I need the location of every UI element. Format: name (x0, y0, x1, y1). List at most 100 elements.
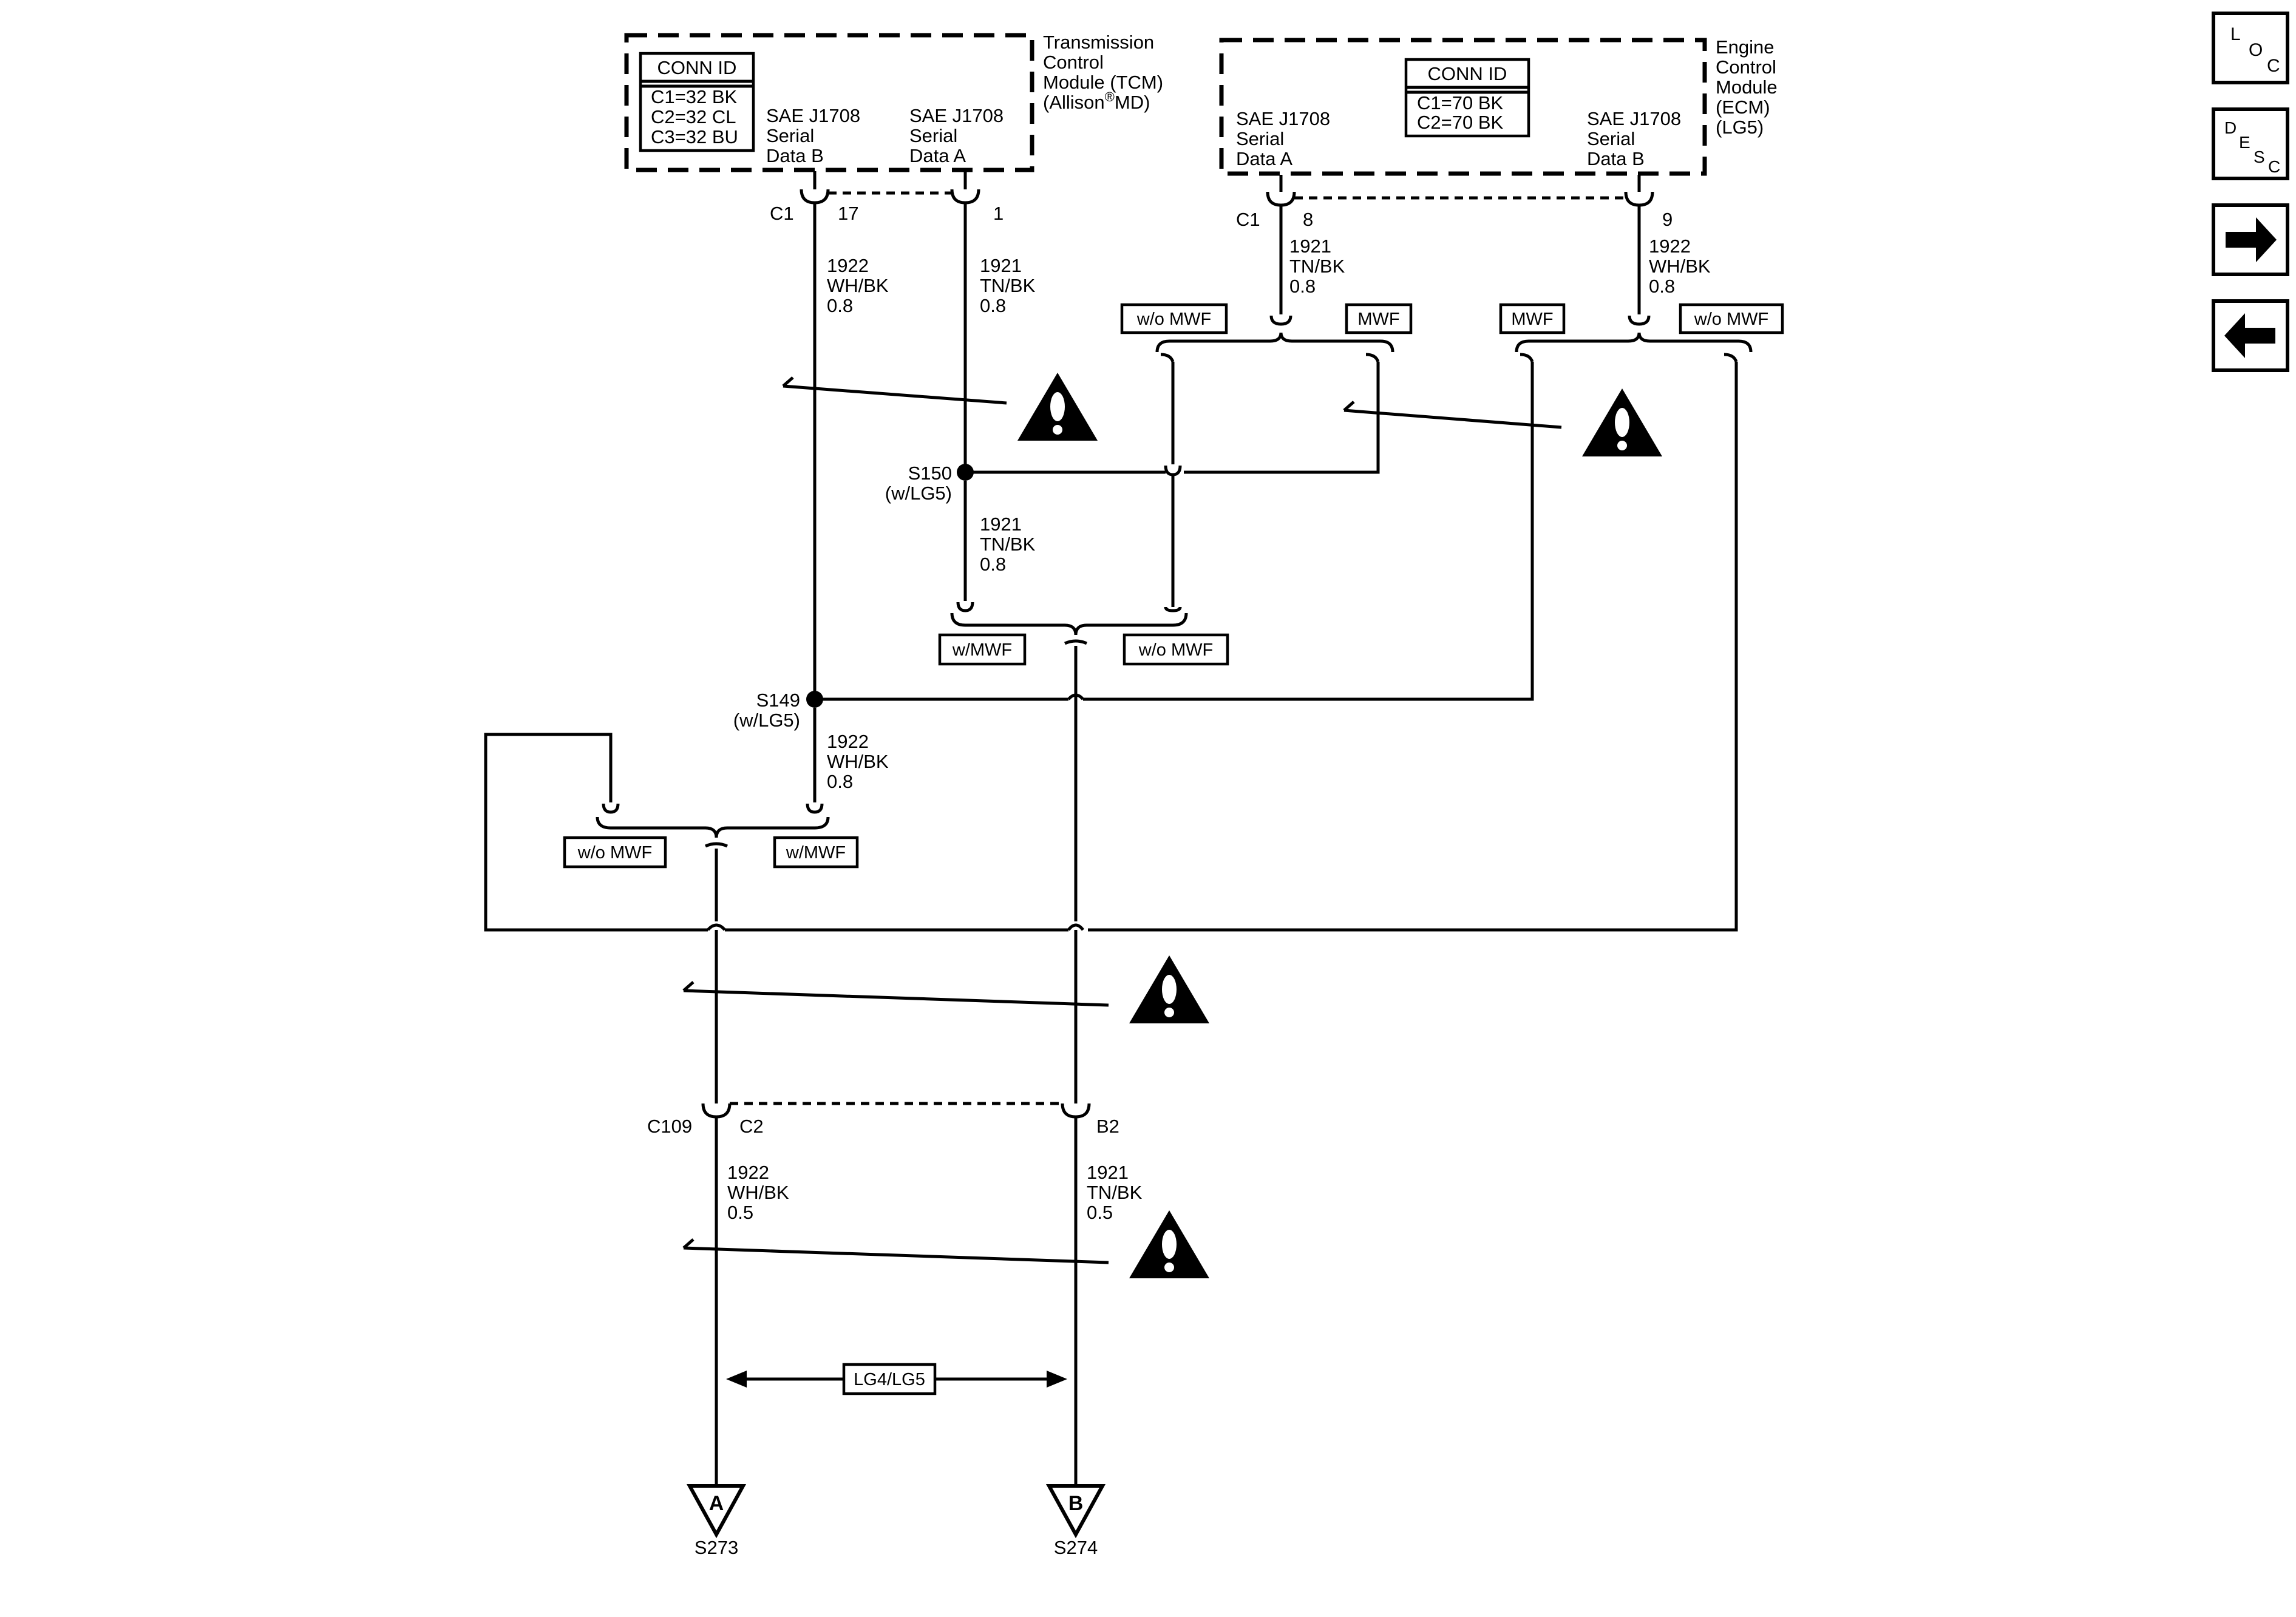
ecm-module-outline (1219, 38, 1707, 176)
loc-button[interactable]: L O C (2212, 12, 2289, 84)
tcm-connector-c1: C1 17 1 (770, 171, 1004, 224)
tcm-title-4: (Allison®MD) (1043, 89, 1150, 113)
tcm-connector-label: C1 (770, 203, 794, 224)
ecm-pin-a-desc-2: Serial (1236, 128, 1284, 149)
terminal-b: B S274 (1045, 1484, 1106, 1558)
ecm-b-option-brace: MWF w/o MWF (1499, 303, 1784, 362)
desc-button[interactable]: D E S C (2212, 107, 2289, 180)
desc-letter-s: S (2254, 147, 2265, 166)
ecm-b-mwf-box (1499, 303, 1566, 334)
splice-s150: S150 (w/LG5) (885, 463, 974, 504)
twist-indicator-3 (683, 989, 1109, 1007)
wire-1921-jump-loop (1067, 923, 1084, 931)
tcm-pin-b-desc-1: SAE J1708 (766, 105, 860, 126)
wire-ecm-a-size: 0.8 (1289, 276, 1316, 297)
tcm-conn-id-title: CONN ID (657, 57, 737, 78)
twist-tick-3 (682, 981, 695, 992)
loc-letter-o: O (2249, 40, 2263, 60)
wire-1921-s150-down: 1921 TN/BK 0.8 (956, 481, 1036, 612)
wire-s149-color: WH/BK (827, 751, 889, 772)
middle-w-mwf-label: w/MWF (952, 640, 1012, 660)
loc-letter-c: C (2267, 56, 2280, 76)
tcm-module: Transmission Control Module (TCM) (Allis… (624, 32, 1163, 172)
wire-ecm-b-circuit: 1922 (1649, 236, 1691, 257)
ecm-a-mwf-label: MWF (1357, 310, 1399, 329)
ecm-pin-b-desc-1: SAE J1708 (1587, 108, 1681, 129)
wire-ecm-a-color: TN/BK (1289, 256, 1345, 277)
terminal-b-letter: B (1068, 1492, 1084, 1515)
terminal-a-letter: A (709, 1492, 724, 1515)
tcm-module-outline (624, 33, 1034, 172)
c109-pin-b: B2 (1096, 1116, 1119, 1137)
wire-tcm-a-circuit: 1921 (980, 255, 1022, 276)
wire-ecm-b-color: WH/BK (1649, 256, 1711, 277)
tcm-title-4b: MD) (1115, 92, 1150, 113)
wire-c109-b-circuit: 1921 (1087, 1162, 1129, 1183)
wire-s149-circuit: 1922 (827, 731, 869, 752)
wire-c109-a-size: 0.5 (727, 1202, 753, 1223)
lower-w-mwf-box (773, 836, 859, 869)
ecm-conn-id-2: C2=70 BK (1417, 112, 1504, 133)
ecm-title-2: Control (1716, 56, 1776, 78)
wire-c109-b-size: 0.5 (1087, 1202, 1113, 1223)
lg4-lg5-box (842, 1363, 937, 1395)
ecm-conn-id-table: CONN ID C1=70 BK C2=70 BK (1404, 58, 1530, 138)
wire-ecm-a-circuit: 1921 (1289, 236, 1331, 257)
wire-s150-size: 0.8 (980, 554, 1006, 575)
twist-indicator-4 (683, 1246, 1109, 1264)
twist-indicator-2 (1343, 408, 1562, 429)
tcm-pin-a-number: 1 (993, 203, 1004, 224)
previous-button[interactable] (2212, 299, 2289, 372)
tcm-pin-b-number: 17 (838, 203, 858, 224)
splice-s149-id: S149 (756, 690, 800, 711)
twist-indicator-1 (783, 384, 1007, 405)
wire-1922-s149-down: 1922 WH/BK 0.8 (806, 708, 889, 814)
middle-wo-mwf-box (1123, 633, 1229, 666)
wire-1921-jump-s149 (1067, 693, 1084, 700)
wire-left-loop (484, 733, 708, 932)
tcm-pin-a-desc-2: Serial (909, 125, 957, 146)
tcm-conn-id-1: C1=32 BK (651, 86, 738, 107)
wire-ecm-b-mwf (1083, 362, 1534, 701)
right-arrow-icon (2226, 217, 2277, 262)
left-arrow-icon (2224, 313, 2275, 358)
wire-1921-ecm: 1921 TN/BK 0.8 (1269, 205, 1345, 326)
ecm-a-wo-mwf-box (1120, 303, 1228, 334)
tcm-pin-b-desc-3: Data B (766, 145, 824, 166)
wire-tcm-b-size: 0.8 (827, 295, 853, 316)
ecm-title-1: Engine (1716, 36, 1775, 58)
caution-icon[interactable] (1017, 373, 1098, 441)
wire-c109-a-circuit: 1922 (727, 1162, 769, 1183)
ecm-b-wo-mwf-label: w/o MWF (1694, 310, 1768, 329)
tcm-reg-mark: ® (1105, 89, 1115, 104)
tcm-pin-a-desc-1: SAE J1708 (909, 105, 1004, 126)
caution-icon[interactable] (1129, 1210, 1209, 1278)
next-button[interactable] (2212, 203, 2289, 276)
desc-letter-d: D (2224, 118, 2237, 137)
ecm-conn-id-1: C1=70 BK (1417, 92, 1504, 114)
wire-tcm-a-size: 0.8 (980, 295, 1006, 316)
twist-tick-1 (782, 376, 794, 387)
ecm-pin-b-desc-3: Data B (1587, 148, 1645, 169)
tcm-title-1: Transmission (1043, 32, 1154, 53)
wire-tcm-b-color: WH/BK (827, 275, 889, 296)
ecm-module: Engine Control Module (ECM) (LG5) CONN I… (1219, 36, 1778, 176)
loc-letter-l: L (2230, 24, 2241, 44)
twist-tick-2 (1343, 401, 1355, 412)
ecm-b-mwf-label: MWF (1511, 310, 1553, 329)
splice-s149-option: (w/LG5) (733, 710, 800, 731)
lower-option-brace: w/o MWF w/MWF (563, 816, 859, 869)
lower-w-mwf-label: w/MWF (786, 843, 846, 863)
wire-1922-tcm: 1922 WH/BK 0.8 (813, 203, 889, 699)
caution-icon[interactable] (1129, 955, 1209, 1023)
caution-icon[interactable] (1582, 388, 1662, 456)
desc-letter-e: E (2239, 133, 2250, 152)
ecm-title-3: Module (1716, 76, 1778, 98)
ecm-title-5: (LG5) (1716, 117, 1764, 138)
lower-wo-mwf-label: w/o MWF (577, 843, 652, 863)
lg4-lg5-label: LG4/LG5 (854, 1370, 925, 1389)
wire-ecm-a-wo-mwf-jump (1164, 465, 1182, 476)
tcm-conn-id-2: C2=32 CL (651, 106, 736, 127)
middle-w-mwf-box (938, 633, 1027, 666)
